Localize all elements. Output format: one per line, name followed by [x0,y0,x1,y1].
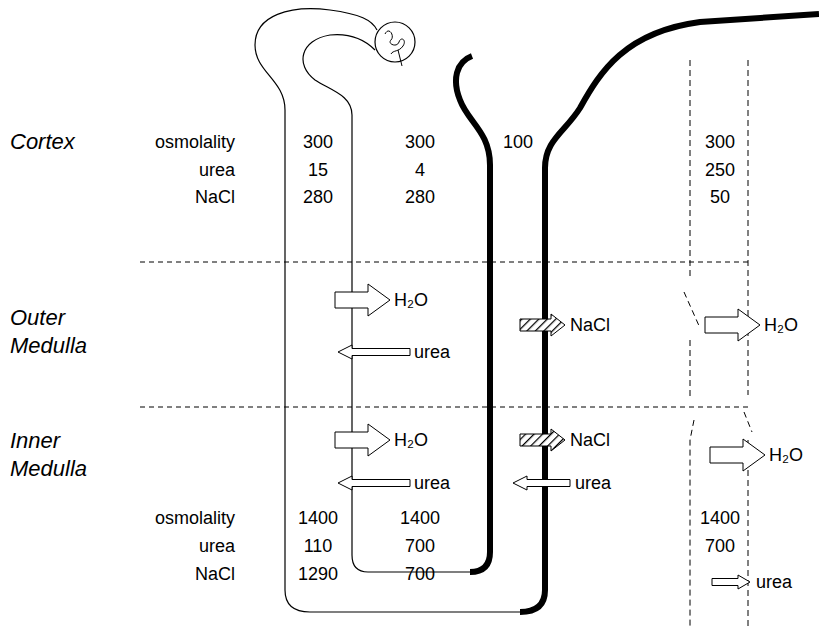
value-number: 280 [303,187,333,208]
nacl-arrow [520,314,565,336]
value-number: 50 [710,187,730,208]
row-label: NaCl [195,564,235,585]
value-number: 1400 [400,508,440,529]
thick-limb-wall [456,56,490,572]
bowman-capsule [375,22,415,62]
value-number: 300 [405,132,435,153]
water-arrow [705,309,760,341]
row-label: osmolality [155,508,235,529]
water-arrow [335,284,390,316]
urea-arrow [338,345,410,359]
row-label: urea [199,536,235,557]
value-number: 300 [303,132,333,153]
row-label: urea [199,160,235,181]
value-number: 1290 [298,564,338,585]
value-number: 110 [304,536,333,557]
value-number: 300 [705,132,735,153]
urea-arrow [712,575,750,589]
flux-label: H₂O [764,315,798,336]
value-number: 700 [405,564,435,585]
flux-label: H₂O [769,445,803,466]
loop-wall [285,590,520,612]
flux-label: NaCl [570,430,610,451]
value-number: 250 [705,160,735,181]
water-arrow [335,424,390,456]
flux-label: urea [575,473,611,494]
region-divider [140,262,748,263]
value-number: 100 [503,132,533,153]
glomerulus [385,31,404,66]
flux-label: H₂O [394,290,428,311]
value-number: 700 [705,536,735,557]
flux-label: urea [414,342,450,363]
flux-label: urea [414,473,450,494]
value-number: 4 [415,160,425,181]
region-label: Inner Medulla [10,427,110,483]
value-number: 700 [405,536,435,557]
region-divider [140,407,748,408]
flux-label: H₂O [394,430,428,451]
value-number: 1400 [298,508,338,529]
flux-label: urea [756,572,792,593]
water-arrow [710,439,765,471]
region-label: Outer Medulla [10,304,110,360]
value-number: 1400 [700,508,740,529]
value-number: 15 [308,160,328,181]
thick-limb-wall [520,14,819,612]
row-label: osmolality [155,132,235,153]
collecting-duct-wall [684,60,700,626]
row-label: NaCl [195,187,235,208]
value-number: 280 [405,187,435,208]
collecting-duct-wall [744,60,752,626]
region-label: Cortex [10,128,75,156]
flux-label: NaCl [570,315,610,336]
urea-arrow [338,476,410,490]
nacl-arrow [520,429,565,451]
urea-arrow [513,476,570,490]
